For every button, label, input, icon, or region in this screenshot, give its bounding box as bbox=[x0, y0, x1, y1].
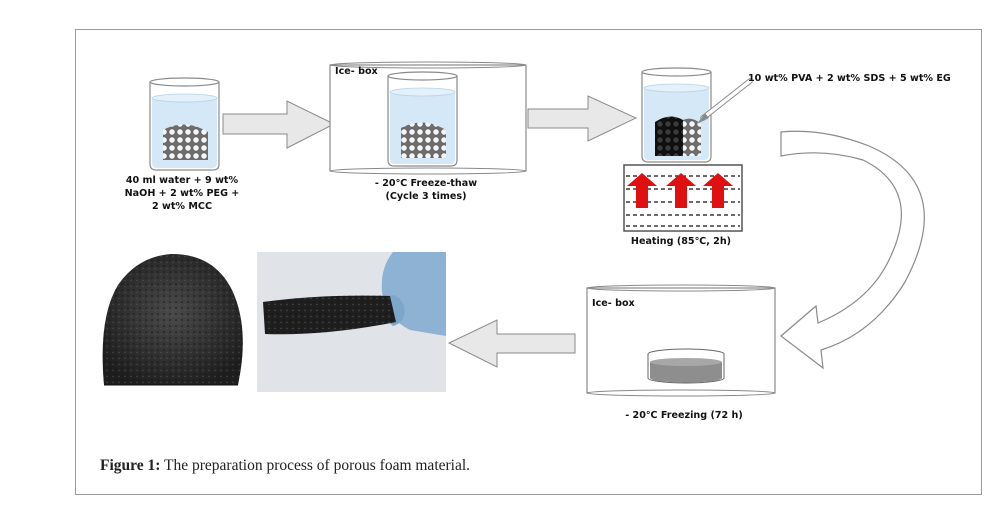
beaker-step1 bbox=[149, 77, 220, 171]
caption-text: The preparation process of porous foam m… bbox=[160, 457, 471, 474]
ice-box-2 bbox=[586, 284, 776, 397]
heat-arrow-icon bbox=[666, 173, 696, 208]
step1-label-line2: NaOH + 2 wt% PEG + bbox=[125, 188, 240, 199]
caption-prefix: Figure 1: bbox=[100, 457, 161, 474]
foam-photo-side bbox=[257, 252, 446, 392]
step1-label-line1: 40 ml water + 9 wt% bbox=[126, 175, 239, 186]
step2-label-line2: (Cycle 3 times) bbox=[386, 191, 467, 202]
step1-label-line3: 2 wt% MCC bbox=[152, 201, 212, 212]
figure-caption: Figure 1: The preparation process of por… bbox=[100, 457, 470, 475]
additive-label: 10 wt% PVA + 2 wt% SDS + 5 wt% EG bbox=[748, 73, 951, 84]
flow-arrow-3 bbox=[447, 319, 576, 368]
heat-arrow-icon bbox=[627, 173, 657, 208]
heat-arrow-icon bbox=[703, 173, 733, 208]
ice-box-2-title: Ice- box bbox=[592, 298, 636, 309]
cellulose-granules bbox=[163, 124, 208, 160]
foam-photo-top bbox=[98, 250, 248, 392]
beaker-step3 bbox=[641, 67, 712, 163]
curved-flow-arrow bbox=[780, 130, 925, 370]
heating-plate bbox=[623, 164, 743, 232]
step4-label: - 20℃ Freezing (72 h) bbox=[625, 410, 743, 421]
flow-arrow-2 bbox=[527, 95, 638, 142]
figure-frame bbox=[75, 29, 982, 495]
flow-arrow-1 bbox=[222, 100, 336, 149]
step2-label-line1: - 20℃ Freeze-thaw bbox=[375, 178, 477, 189]
ice-box-1-title: Ice- box bbox=[335, 66, 379, 77]
step3-label: Heating (85℃, 2h) bbox=[631, 236, 731, 247]
pipette bbox=[697, 78, 753, 124]
ice-box-1 bbox=[329, 61, 527, 175]
